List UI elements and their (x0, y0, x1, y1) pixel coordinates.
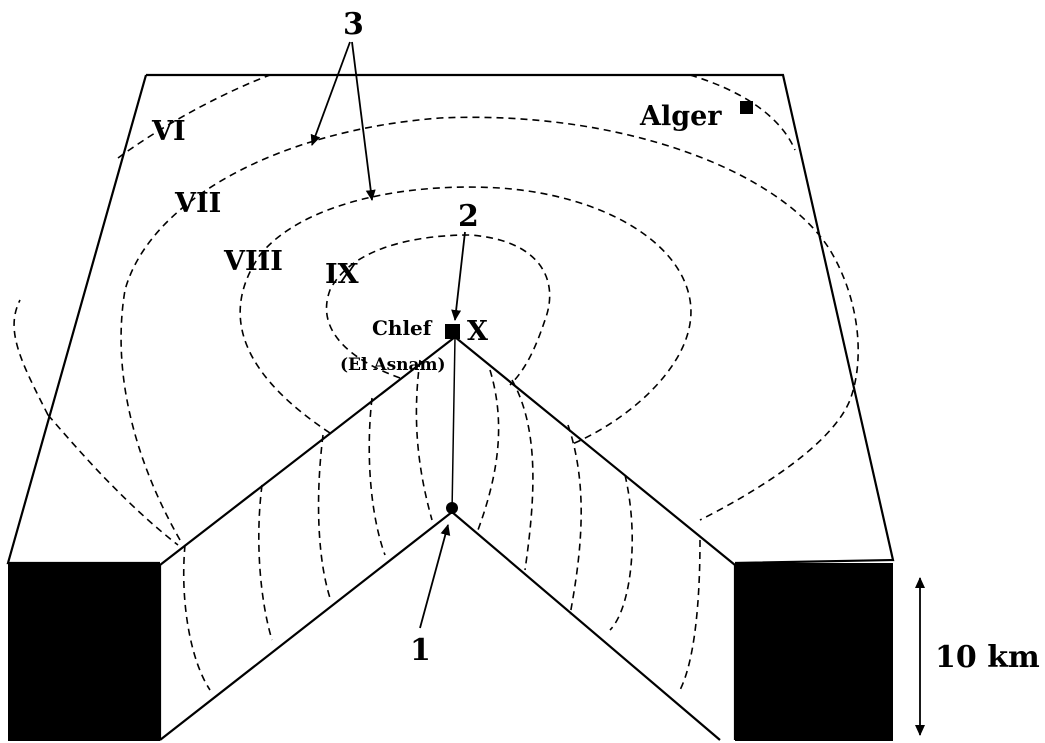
depth-scale-label: 10 km (935, 640, 1040, 675)
fault-block (158, 335, 737, 741)
right-end-block (735, 563, 893, 741)
isoseismal-vi (117, 74, 271, 159)
callout-3: 3 (343, 7, 364, 42)
arrow-3-right (351, 41, 376, 201)
isoseismal-vi-right (689, 74, 796, 151)
isoseismal-vii-outer (120, 116, 859, 541)
intensity-vii: VII (174, 188, 221, 219)
arrow-1 (419, 524, 451, 629)
fault-face-isoseismals (182, 359, 701, 691)
isoseismal-vii (13, 299, 179, 546)
intensity-ix: IX (325, 259, 359, 290)
intensity-viii: VIII (223, 246, 283, 277)
left-end-block (8, 563, 160, 741)
city-chlef-alt: (El Asnam) (340, 355, 446, 375)
city-alger: Alger (639, 101, 722, 132)
city-chlef: Chlef (372, 316, 433, 340)
isoseismal-lines (13, 74, 859, 546)
arrow-2 (451, 231, 466, 321)
arrow-3-left (310, 41, 351, 146)
isoseismal-ix (325, 234, 551, 386)
chlef-marker (445, 324, 460, 339)
alger-marker (740, 101, 753, 114)
block-outline (6, 73, 895, 565)
intensity-vi: VI (151, 116, 186, 147)
hypocenter-marker (446, 502, 458, 514)
intensity-x: X (467, 316, 488, 347)
isoseismal-viii (239, 186, 692, 446)
callout-2: 2 (458, 199, 479, 234)
callout-1: 1 (410, 633, 431, 668)
